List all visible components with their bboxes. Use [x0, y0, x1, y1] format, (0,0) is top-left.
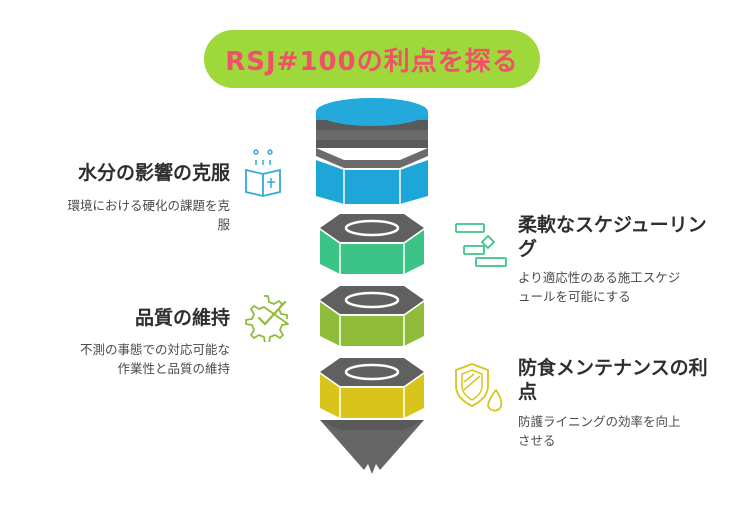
- item-2-title: 柔軟なスケジューリン グ: [518, 213, 733, 261]
- item-4-desc-line1: 防護ライニングの効率を向上: [518, 414, 681, 429]
- item-2-title-line2: グ: [518, 238, 538, 260]
- item-1-title: 水分の影響の克服: [77, 162, 230, 184]
- stack-segment-4: [320, 358, 424, 418]
- stack-segment-2: [320, 214, 424, 274]
- item-3-desc: 不測の事態での対応可能な 作業性と品質の維持: [20, 340, 230, 378]
- gear-check-icon: [245, 295, 289, 342]
- item-3-desc-line2: 作業性と品質の維持: [117, 361, 230, 376]
- item-1-desc-line1: 環境における硬化の課題を克: [67, 198, 230, 213]
- item-3-title: 品質の維持: [134, 307, 230, 329]
- item-2-desc-line2: ュールを可能にする: [518, 289, 631, 304]
- item-3-desc-line1: 不測の事態での対応可能な: [79, 342, 230, 357]
- item-4-desc: 防護ライニングの効率を向上 させる: [518, 412, 728, 450]
- item-2-desc: より適応性のある施工スケジ ュールを可能にする: [518, 268, 728, 306]
- drill-tip: [320, 420, 424, 474]
- stack-segment-1: [316, 98, 428, 204]
- page-title: RSJ#100の利点を探る: [225, 46, 519, 77]
- shield-droplet-icon: [455, 363, 503, 412]
- item-4-title: 防食メンテナンスの利 点: [518, 356, 733, 404]
- item-4-desc-line2: させる: [518, 433, 556, 448]
- title-pill: RSJ#100の利点を探る: [204, 30, 540, 88]
- item-2-desc-line1: より適応性のある施工スケジ: [518, 270, 681, 285]
- item-4-title-line1: 防食メンテナンスの利: [518, 357, 708, 379]
- item-1-desc-line2: 服: [217, 217, 230, 232]
- item-1-desc: 環境における硬化の課題を克 服: [20, 196, 230, 234]
- stack-segment-3: [320, 286, 424, 346]
- schedule-gantt-icon: [455, 223, 507, 267]
- book-droplets-icon: [245, 149, 281, 197]
- item-4-title-line2: 点: [518, 381, 538, 403]
- item-2-title-line1: 柔軟なスケジューリン: [518, 214, 707, 236]
